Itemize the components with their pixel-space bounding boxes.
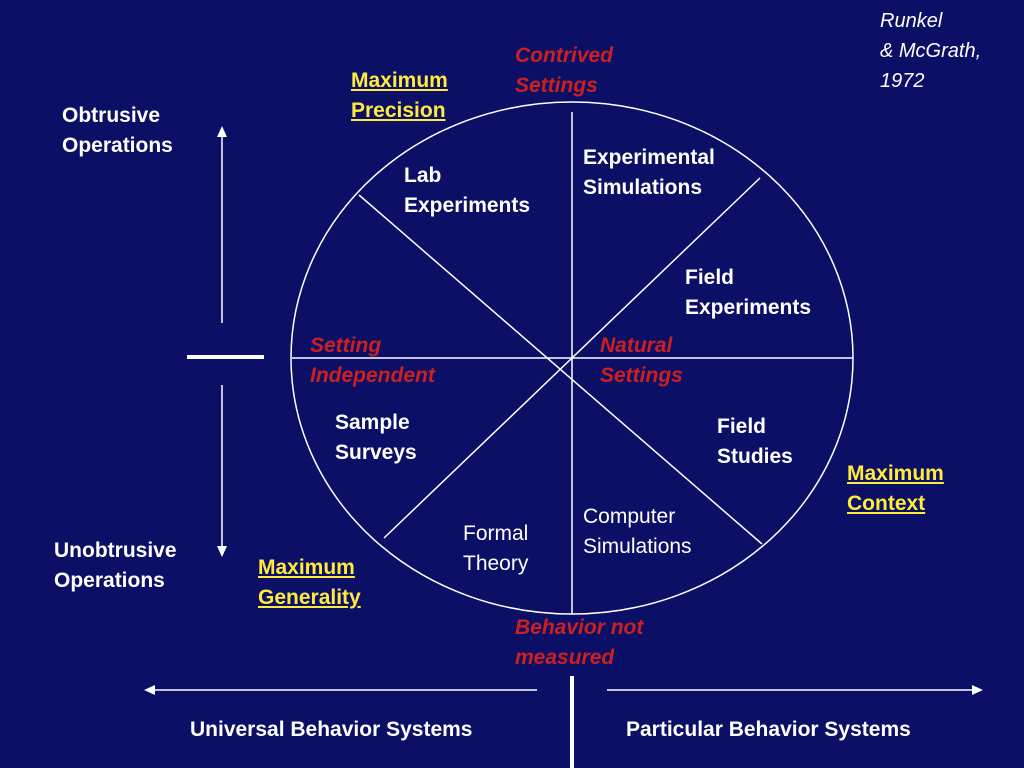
label-line: Simulations [583,535,692,558]
computer-simulations-label: Computer Simulations [583,502,692,562]
setting-independent-label: Setting Independent [310,331,435,391]
maximum-generality-label: Maximum Generality [258,553,361,613]
particular-behavior-systems-label: Particular Behavior Systems [626,718,911,741]
arrow-up-icon [217,126,227,137]
label-line: Precision [351,99,446,122]
natural-settings-label: Natural Settings [600,331,683,391]
label-line: Behavior not [515,616,644,639]
maximum-precision-label: Maximum Precision [351,66,448,126]
label-line: Independent [310,364,435,387]
label-line: Setting [310,334,382,357]
label-line: Operations [62,134,173,157]
label-line: Computer [583,505,676,528]
label-line: Simulations [583,176,703,199]
label-line: Surveys [335,441,417,464]
label-line: Settings [515,74,598,97]
label-line: Contrived [515,44,614,67]
label-line: Sample [335,411,410,434]
field-studies-label: Field Studies [717,412,793,472]
field-experiments-label: Field Experiments [685,263,811,323]
label-line: Context [847,492,926,515]
arrow-down-icon [217,546,227,557]
label-line: Maximum [847,462,944,485]
behavior-systems-axis [144,676,983,768]
citation: Runkel & McGrath, 1972 [880,6,981,96]
label-line: Operations [54,569,165,592]
experimental-simulations-label: Experimental Simulations [583,143,715,203]
label-line: Unobtrusive [54,539,177,562]
label-line: Experiments [404,194,531,217]
label-line: Lab [404,164,442,187]
label-line: measured [515,646,615,669]
unobtrusive-operations-label: Unobtrusive Operations [54,536,177,596]
label-line: Generality [258,586,361,609]
behavior-not-measured-label: Behavior not measured [515,613,643,673]
label-line: Formal [463,522,529,545]
label-line: Maximum [258,556,355,579]
arrow-left-icon [144,685,155,695]
diagonal-divider-2 [383,177,761,539]
contrived-settings-label: Contrived Settings [515,41,613,101]
label-line: Settings [600,364,683,387]
label-line: Experimental [583,146,715,169]
label-line: Maximum [351,69,448,92]
label-line: Natural [600,334,673,357]
arrow-right-icon [972,685,983,695]
label-line: Field [685,266,735,289]
formal-theory-label: Formal Theory [463,519,528,579]
label-line: Field [717,415,767,438]
maximum-context-label: Maximum Context [847,459,944,519]
obtrusive-operations-label: Obtrusive Operations [62,101,173,161]
lab-experiments-label: Lab Experiments [404,161,530,221]
citation-line: Runkel [880,10,943,32]
label-line: Theory [463,552,529,575]
citation-line: 1972 [880,70,925,92]
label-line: Experiments [685,296,812,319]
citation-line: & McGrath, [880,40,982,62]
label-line: Studies [717,445,793,468]
universal-behavior-systems-label: Universal Behavior Systems [190,718,473,741]
label-line: Obtrusive [62,104,161,127]
obtrusive-axis [187,126,264,557]
sample-surveys-label: Sample Surveys [335,408,417,468]
